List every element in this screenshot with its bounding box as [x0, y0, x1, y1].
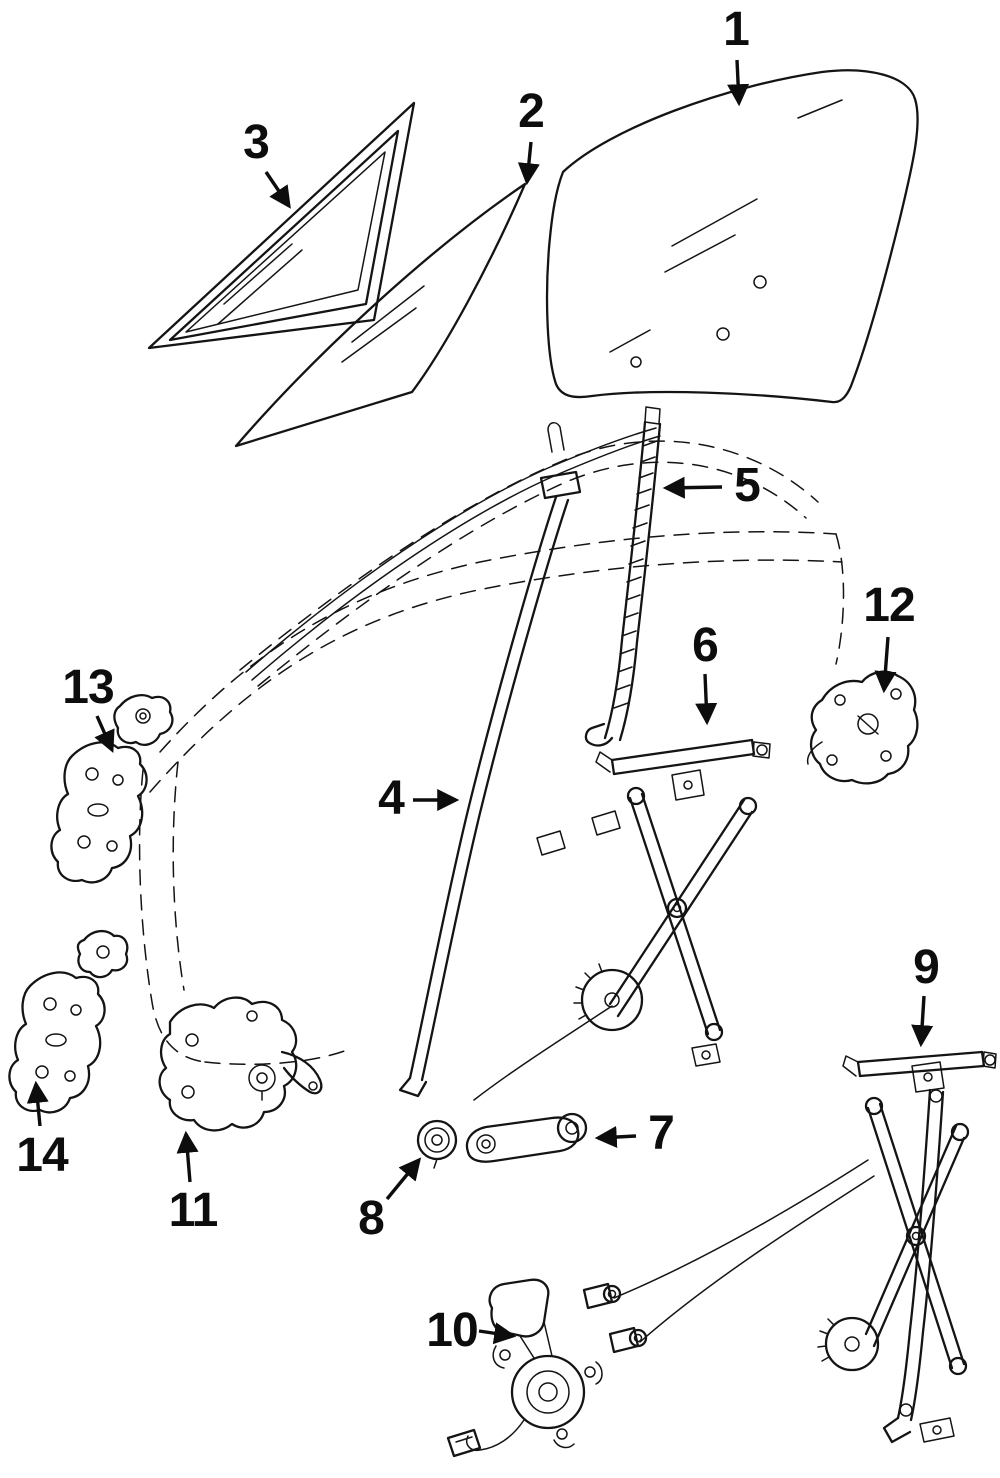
door-phantom-outline [138, 440, 845, 1066]
callout-number: 12 [863, 579, 915, 632]
callout-label-12: 12 [863, 579, 915, 632]
window-crank-handle [465, 1112, 588, 1163]
callout-number: 13 [62, 661, 114, 714]
callout-arrow-11 [176, 1130, 199, 1183]
upper-frame-channel [245, 427, 661, 681]
callout-label-7: 7 [648, 1107, 675, 1160]
callout-arrow-1 [727, 59, 750, 107]
callout-arrow-13 [94, 715, 115, 754]
callout-arrow-8 [385, 1157, 422, 1201]
callout-label-13: 13 [62, 661, 114, 714]
callout-number: 8 [358, 1192, 385, 1245]
callout-label-10: 10 [426, 1304, 478, 1357]
callout-arrow-14 [26, 1080, 49, 1127]
callout-number: 1 [723, 3, 750, 56]
cable-end-fittings [582, 1282, 648, 1354]
callout-arrow-12 [874, 636, 897, 694]
front-glass-run-channel [398, 422, 582, 1098]
callout-label-6: 6 [692, 619, 719, 672]
callout-arrows [26, 59, 934, 1345]
callout-number: 3 [243, 116, 270, 169]
callout-arrow-10 [478, 1322, 517, 1345]
callout-label-11: 11 [168, 1184, 219, 1237]
callout-label-3: 3 [243, 116, 270, 169]
callout-arrow-7 [594, 1125, 637, 1149]
callout-label-5: 5 [734, 459, 761, 512]
callout-label-14: 14 [16, 1129, 68, 1182]
door-glass [545, 69, 919, 404]
callout-number: 14 [16, 1129, 68, 1182]
callout-number: 9 [913, 941, 940, 994]
rear-window-regulator [613, 1050, 997, 1444]
callout-arrow-3 [264, 171, 291, 209]
front-window-regulator [473, 738, 771, 1101]
handle-escutcheon [416, 1119, 458, 1169]
rear-door-lock [806, 670, 919, 785]
callout-number: 5 [734, 459, 761, 512]
callout-label-2: 2 [518, 85, 545, 138]
front-door-lock [158, 996, 323, 1132]
callout-label-4: 4 [378, 772, 405, 825]
callout-arrow-5 [662, 476, 723, 499]
callout-label-8: 8 [358, 1192, 385, 1245]
callout-number: 11 [168, 1184, 219, 1237]
callout-number: 7 [648, 1107, 675, 1160]
callout-label-1: 1 [723, 3, 750, 56]
callout-number: 6 [692, 619, 719, 672]
callout-number: 2 [518, 85, 545, 138]
callout-number: 10 [426, 1304, 478, 1357]
upper-door-hinge [50, 694, 174, 884]
callout-number: 4 [378, 772, 405, 825]
lower-door-hinge [8, 929, 129, 1114]
callout-label-9: 9 [913, 941, 940, 994]
callout-arrow-6 [695, 673, 718, 726]
rear-glass-run-channel [584, 406, 662, 747]
division-channel-glass [234, 182, 527, 448]
vent-glass-assembly [147, 101, 416, 350]
callout-arrow-9 [911, 995, 934, 1048]
callout-arrow-2 [517, 141, 540, 186]
